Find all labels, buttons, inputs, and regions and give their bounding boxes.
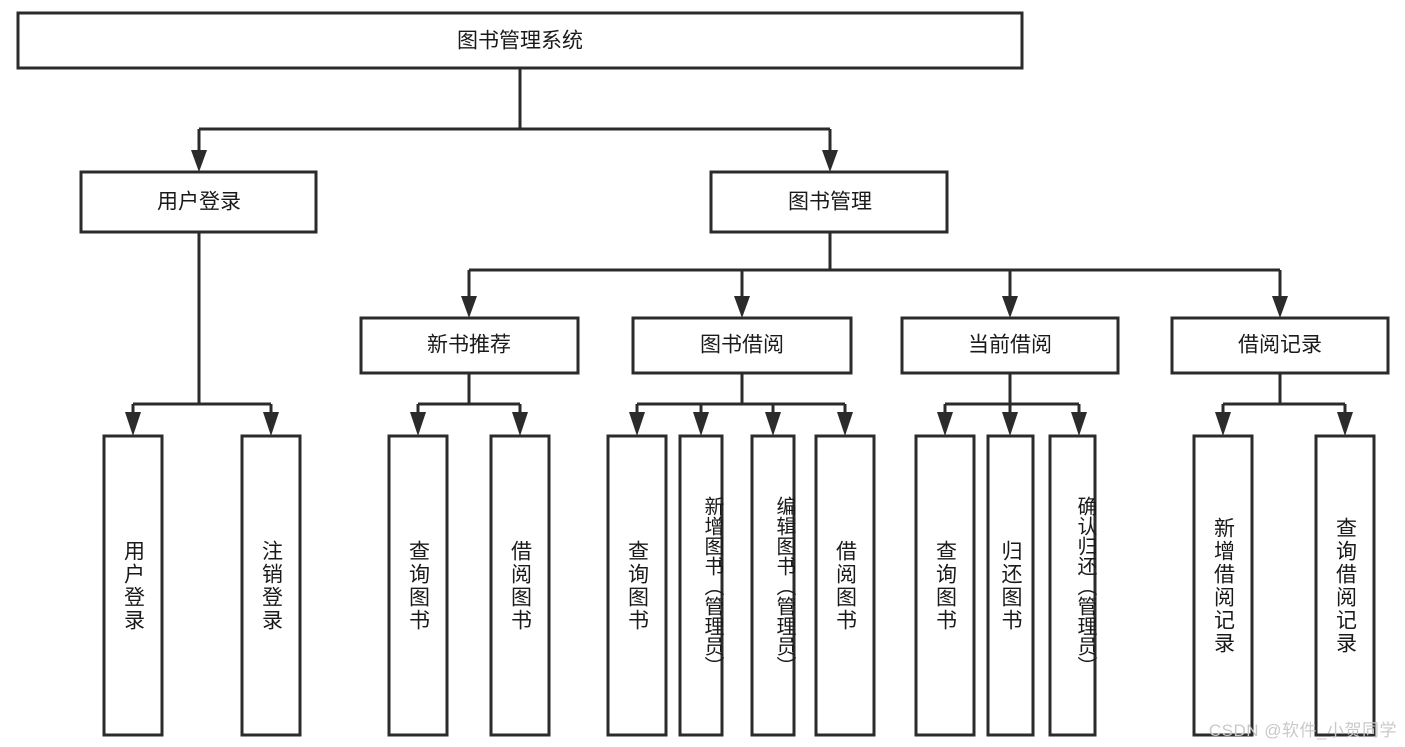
csdn-watermark: CSDN @软件_小贺同学	[1208, 721, 1397, 740]
node-user-login[interactable]: 用户登录	[79, 170, 318, 234]
connector-group-book-borrow	[629, 373, 853, 436]
node-new-book-recommend[interactable]: 新书推荐	[359, 316, 580, 375]
leaf-rect-user-login-1[interactable]	[240, 434, 302, 737]
node-current-borrow[interactable]: 当前借阅	[900, 316, 1120, 375]
leaf-rect-group	[102, 434, 1376, 737]
connector-group-new-book	[410, 373, 528, 436]
node-borrow-record-label: 借阅记录	[1238, 334, 1322, 357]
leaf-rect-book-borrow-0[interactable]	[606, 434, 668, 737]
leaf-rect-borrow-record-0[interactable]	[1192, 434, 1254, 737]
leaf-rect-book-borrow-1[interactable]	[678, 434, 724, 737]
leaf-rect-new-book-1[interactable]	[489, 434, 551, 737]
leaf-rect-current-borrow-0[interactable]	[914, 434, 976, 737]
connector-group-root	[191, 68, 838, 172]
leaf-rect-current-borrow-1[interactable]	[986, 434, 1035, 737]
node-root[interactable]: 图书管理系统	[16, 11, 1024, 70]
node-current-borrow-label: 当前借阅	[968, 334, 1052, 357]
leaf-rect-current-borrow-2[interactable]	[1048, 434, 1097, 737]
leaf-rect-new-book-0[interactable]	[387, 434, 449, 737]
node-book-borrow-label: 图书借阅	[700, 334, 784, 357]
leaf-rect-borrow-record-1[interactable]	[1314, 434, 1376, 737]
node-new-book-recommend-label: 新书推荐	[427, 334, 511, 357]
node-book-manage[interactable]: 图书管理	[709, 170, 949, 234]
connector-group-current-borrow	[937, 373, 1087, 436]
node-root-label: 图书管理系统	[457, 30, 583, 53]
connector-group-book-manage	[461, 232, 1288, 318]
leaf-rect-book-borrow-2[interactable]	[750, 434, 796, 737]
connector-group-user-login	[125, 232, 279, 436]
leaf-rect-user-login-0[interactable]	[102, 434, 164, 737]
node-user-login-label: 用户登录	[157, 191, 241, 214]
node-borrow-record[interactable]: 借阅记录	[1170, 316, 1390, 375]
node-book-manage-label: 图书管理	[788, 191, 872, 214]
connector-group-borrow-record	[1215, 373, 1353, 436]
leaf-rect-book-borrow-3[interactable]	[814, 434, 876, 737]
node-book-borrow[interactable]: 图书借阅	[631, 316, 853, 375]
